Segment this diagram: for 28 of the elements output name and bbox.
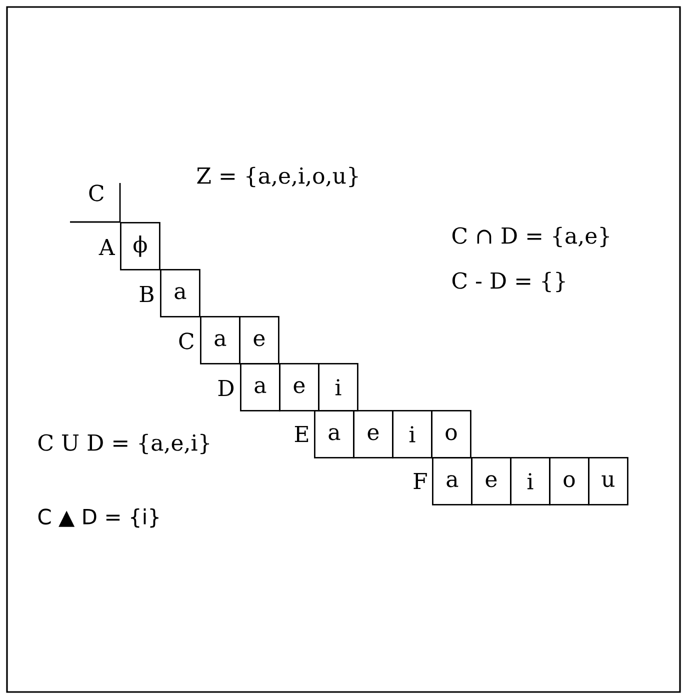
set-label: F [414,472,427,490]
set-label: Z = {a,e,i,o,u} [197,166,358,188]
set-label: D [218,380,234,396]
set-cell: a [160,269,200,318]
set-cell: a [240,363,280,412]
set-label: C ∩ D = {a,e} [452,226,609,248]
set-cell: ϕ [120,222,160,270]
set-label: A [98,238,116,256]
set-cell: u [588,457,628,506]
set-label: E [294,426,308,442]
set-label: C [179,332,194,350]
set-cell: a [432,457,472,506]
set-cell: e [279,363,320,412]
set-label: C [89,184,104,202]
set-cell: e [353,410,394,458]
set-label: C ▲ D = {i} [38,508,158,528]
set-cell: i [510,457,550,506]
set-label: C U D = {a,e,i} [38,434,210,454]
set-cell: e [471,457,512,506]
set-cell: i [392,410,432,458]
set-cell: i [318,363,358,412]
set-cell: e [239,316,280,364]
set-cell: a [200,316,240,364]
set-cell: o [549,457,590,506]
set-cell: o [431,410,472,458]
set-label: B [140,286,154,302]
set-cell: a [314,410,354,458]
set-label: C - D = {} [452,272,565,292]
